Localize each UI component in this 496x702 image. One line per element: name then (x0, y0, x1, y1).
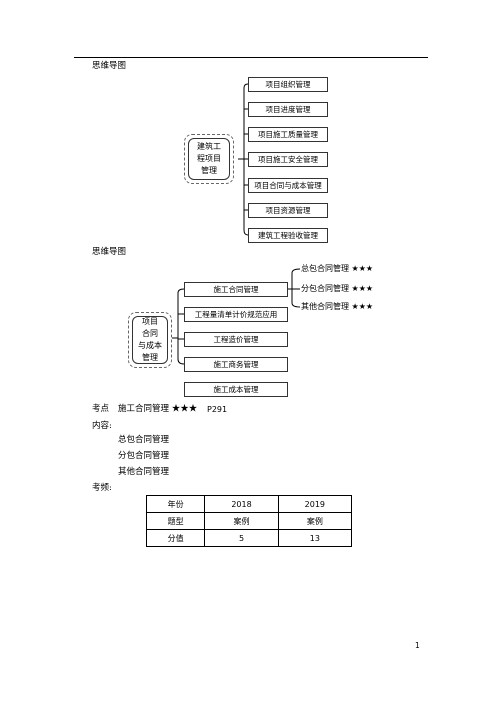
mindmap1-center-line-2: 程项目 (197, 154, 221, 163)
mindmap-label-1: 思维导图 (92, 61, 127, 71)
table-header-cell: 2018 (204, 495, 279, 513)
mindmap2-center-line-3: 与成本 (138, 341, 162, 350)
mindmap2-center-line-4: 管理 (142, 353, 158, 362)
mindmap1-branch-7: 建筑工程验收管理 (248, 228, 328, 243)
mindmap1-branch-5: 项目合同与成本管理 (248, 178, 328, 193)
mindmap1-branch-1: 项目组织管理 (248, 77, 328, 92)
exam-point-label: 考点 (92, 404, 110, 414)
exam-point-title: 施工合同管理 ★★★ (118, 404, 198, 414)
table-cell: 题型 (145, 512, 206, 530)
mindmap2-branch-1: 施工合同管理 (184, 282, 288, 297)
mindmap2-branch-4: 施工商务管理 (184, 357, 288, 372)
mindmap1-branch-6: 项目资源管理 (248, 203, 328, 218)
mindmap2-branch-5: 施工成本管理 (184, 382, 288, 397)
table-header-cell: 2019 (277, 495, 353, 513)
mindmap2-center-line-2: 合同 (142, 329, 158, 338)
mindmap1-center-line-1: 建筑工 (197, 142, 221, 151)
mindmap2-center-node: 项目 合同 与成本 管理 (128, 312, 172, 368)
frequency-table: 年份 2018 2019 题型 案例 案例 分值 5 13 (145, 495, 353, 547)
content-item-1: 总包合同管理 (118, 435, 170, 445)
mindmap1-center-node: 建筑工 程项目 管理 (184, 134, 234, 184)
mindmap2-sub-branch-3: 其他合同管理 ★★★ (301, 302, 374, 311)
exam-point-page-ref: P291 (207, 405, 228, 414)
table-cell: 案例 (204, 512, 279, 530)
mindmap1-branch-3: 项目施工质量管理 (248, 127, 328, 142)
table-header-cell: 年份 (145, 495, 206, 513)
table-row: 题型 案例 案例 (145, 512, 353, 530)
content-item-3: 其他合同管理 (118, 467, 170, 477)
content-label: 内容: (92, 421, 112, 431)
frequency-label: 考频: (92, 483, 112, 493)
table-row: 分值 5 13 (145, 529, 353, 547)
mindmap2-sub-branch-1: 总包合同管理 ★★★ (301, 264, 374, 273)
mindmap2-center-label: 项目 合同 与成本 管理 (132, 316, 168, 364)
header-rule (74, 57, 428, 58)
table-cell: 5 (204, 529, 279, 547)
table-cell: 案例 (277, 512, 353, 530)
mindmap1-center-line-3: 管理 (201, 166, 217, 175)
table-row: 年份 2018 2019 (145, 495, 353, 513)
table-cell: 13 (277, 529, 353, 547)
mindmap2-sub-branch-2: 分包合同管理 ★★★ (301, 284, 374, 293)
mindmap1-branch-2: 项目进度管理 (248, 102, 328, 117)
content-item-2: 分包合同管理 (118, 451, 170, 461)
mindmap2-center-line-1: 项目 (142, 317, 158, 326)
mindmap-label-2: 思维导图 (92, 247, 127, 257)
table-cell: 分值 (145, 529, 206, 547)
page-number: 1 (415, 641, 420, 650)
mindmap1-center-label: 建筑工 程项目 管理 (188, 138, 230, 180)
mindmap2-branch-3: 工程造价管理 (184, 332, 288, 347)
mindmap2-branch-2: 工程量清单计价规范应用 (184, 307, 288, 322)
mindmap1-branch-4: 项目施工安全管理 (248, 152, 328, 167)
